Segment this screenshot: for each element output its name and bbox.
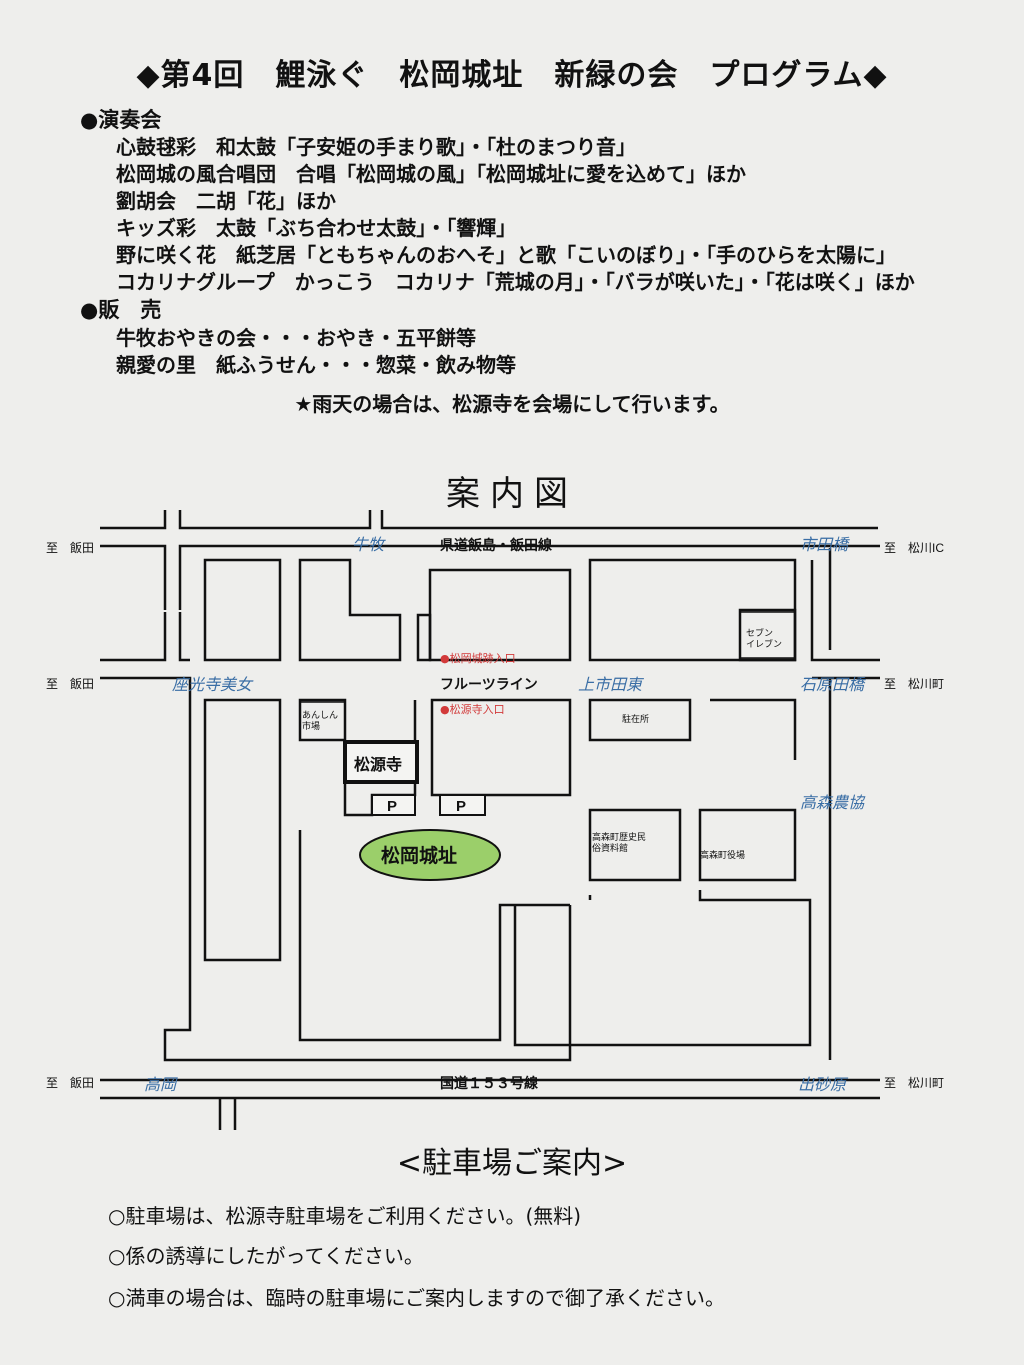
label-to-iida: 至 飯田 [46, 540, 94, 555]
label-fruit-line: フルーツライン [440, 677, 538, 693]
sales-heading: ●販 売 [80, 298, 162, 322]
sales-item: 親愛の里 紙ふうせん・・・惣菜・飲み物等 [116, 353, 516, 377]
label-town-office: 高森町役場 [700, 849, 745, 861]
parking-item: ○駐車場は、松源寺駐車場をご利用ください。(無料) [108, 1204, 582, 1228]
label-takamori-nokyo: 高森農協 [800, 793, 866, 812]
label-ichidabashi: 市田橋 [800, 535, 850, 554]
performance-item: 心鼓毬彩 和太鼓「子安姫の手まり歌」・「杜のまつり音」 [116, 135, 636, 159]
label-to-iida: 至 飯田 [46, 1075, 94, 1090]
label-zakoji-bijo: 座光寺美女 [172, 675, 254, 694]
label-to-matsukawa: 至 松川町 [884, 677, 944, 691]
label-shogenji: 松源寺 [354, 755, 402, 774]
label-route-153: 国道１５３号線 [440, 1075, 538, 1092]
parking-item: ○満車の場合は、臨時の駐車場にご案内しますので御了承ください。 [108, 1286, 726, 1310]
map-title: 案内図 [446, 474, 578, 514]
label-shogenji-entrance: ●松源寺入口 [440, 702, 505, 716]
parking-item: ○係の誘導にしたがってください。 [108, 1244, 424, 1268]
label-to-matsukawa: 至 松川町 [884, 1076, 944, 1090]
performance-heading: ●演奏会 [80, 108, 162, 132]
label-castle-site: 松岡城址 [381, 844, 457, 867]
label-takaoka: 高岡 [144, 1075, 178, 1094]
label-history-museum: 高森町歴史民俗資料館 [592, 831, 646, 854]
performance-item: コカリナグループ かっこう コカリナ「荒城の月」・「バラが咲いた」・「花は咲く」… [116, 270, 915, 294]
program-title: ◆第4回 鯉泳ぐ 松岡城址 新緑の会 プログラム◆ [136, 58, 888, 93]
label-parking: P [387, 798, 397, 815]
performance-item: 野に咲く花 紙芝居「ともちゃんのおへそ」と歌「こいのぼり」・「手のひらを太陽に」 [116, 243, 896, 267]
label-to-iida: 至 飯田 [46, 676, 94, 691]
label-desunahara: 出砂原 [798, 1075, 849, 1094]
performance-item: 劉胡会 二胡「花」ほか [116, 189, 336, 213]
rain-note: ★雨天の場合は、松源寺を会場にして行います。 [294, 392, 730, 416]
label-ishiharatagahashi: 石原田橋 [800, 675, 866, 694]
label-to-matsukawa-ic: 至 松川IC [884, 541, 944, 555]
label-ushimaki: 牛牧 [352, 535, 386, 554]
parking-title: <駐車場ご案内> [396, 1146, 628, 1181]
label-anshin-market: あんしん市場 [302, 710, 338, 732]
label-police-box: 駐在所 [622, 713, 649, 725]
label-seven-eleven: セブンイレブン [746, 627, 782, 650]
label-parking: P [456, 798, 466, 815]
performance-item: キッズ彩 太鼓「ぶち合わせ太鼓」・「響輝」 [116, 216, 517, 240]
label-kamiichida-higashi: 上市田東 [578, 675, 645, 694]
label-castle-entrance: ●松岡城跡入口 [440, 651, 516, 665]
performance-item: 松岡城の風合唱団 合唱「松岡城の風」「松岡城址に愛を込めて」ほか [116, 162, 746, 186]
label-prefectural-road: 県道飯島・飯田線 [440, 537, 552, 554]
sales-item: 牛牧おやきの会・・・おやき・五平餅等 [116, 326, 476, 350]
